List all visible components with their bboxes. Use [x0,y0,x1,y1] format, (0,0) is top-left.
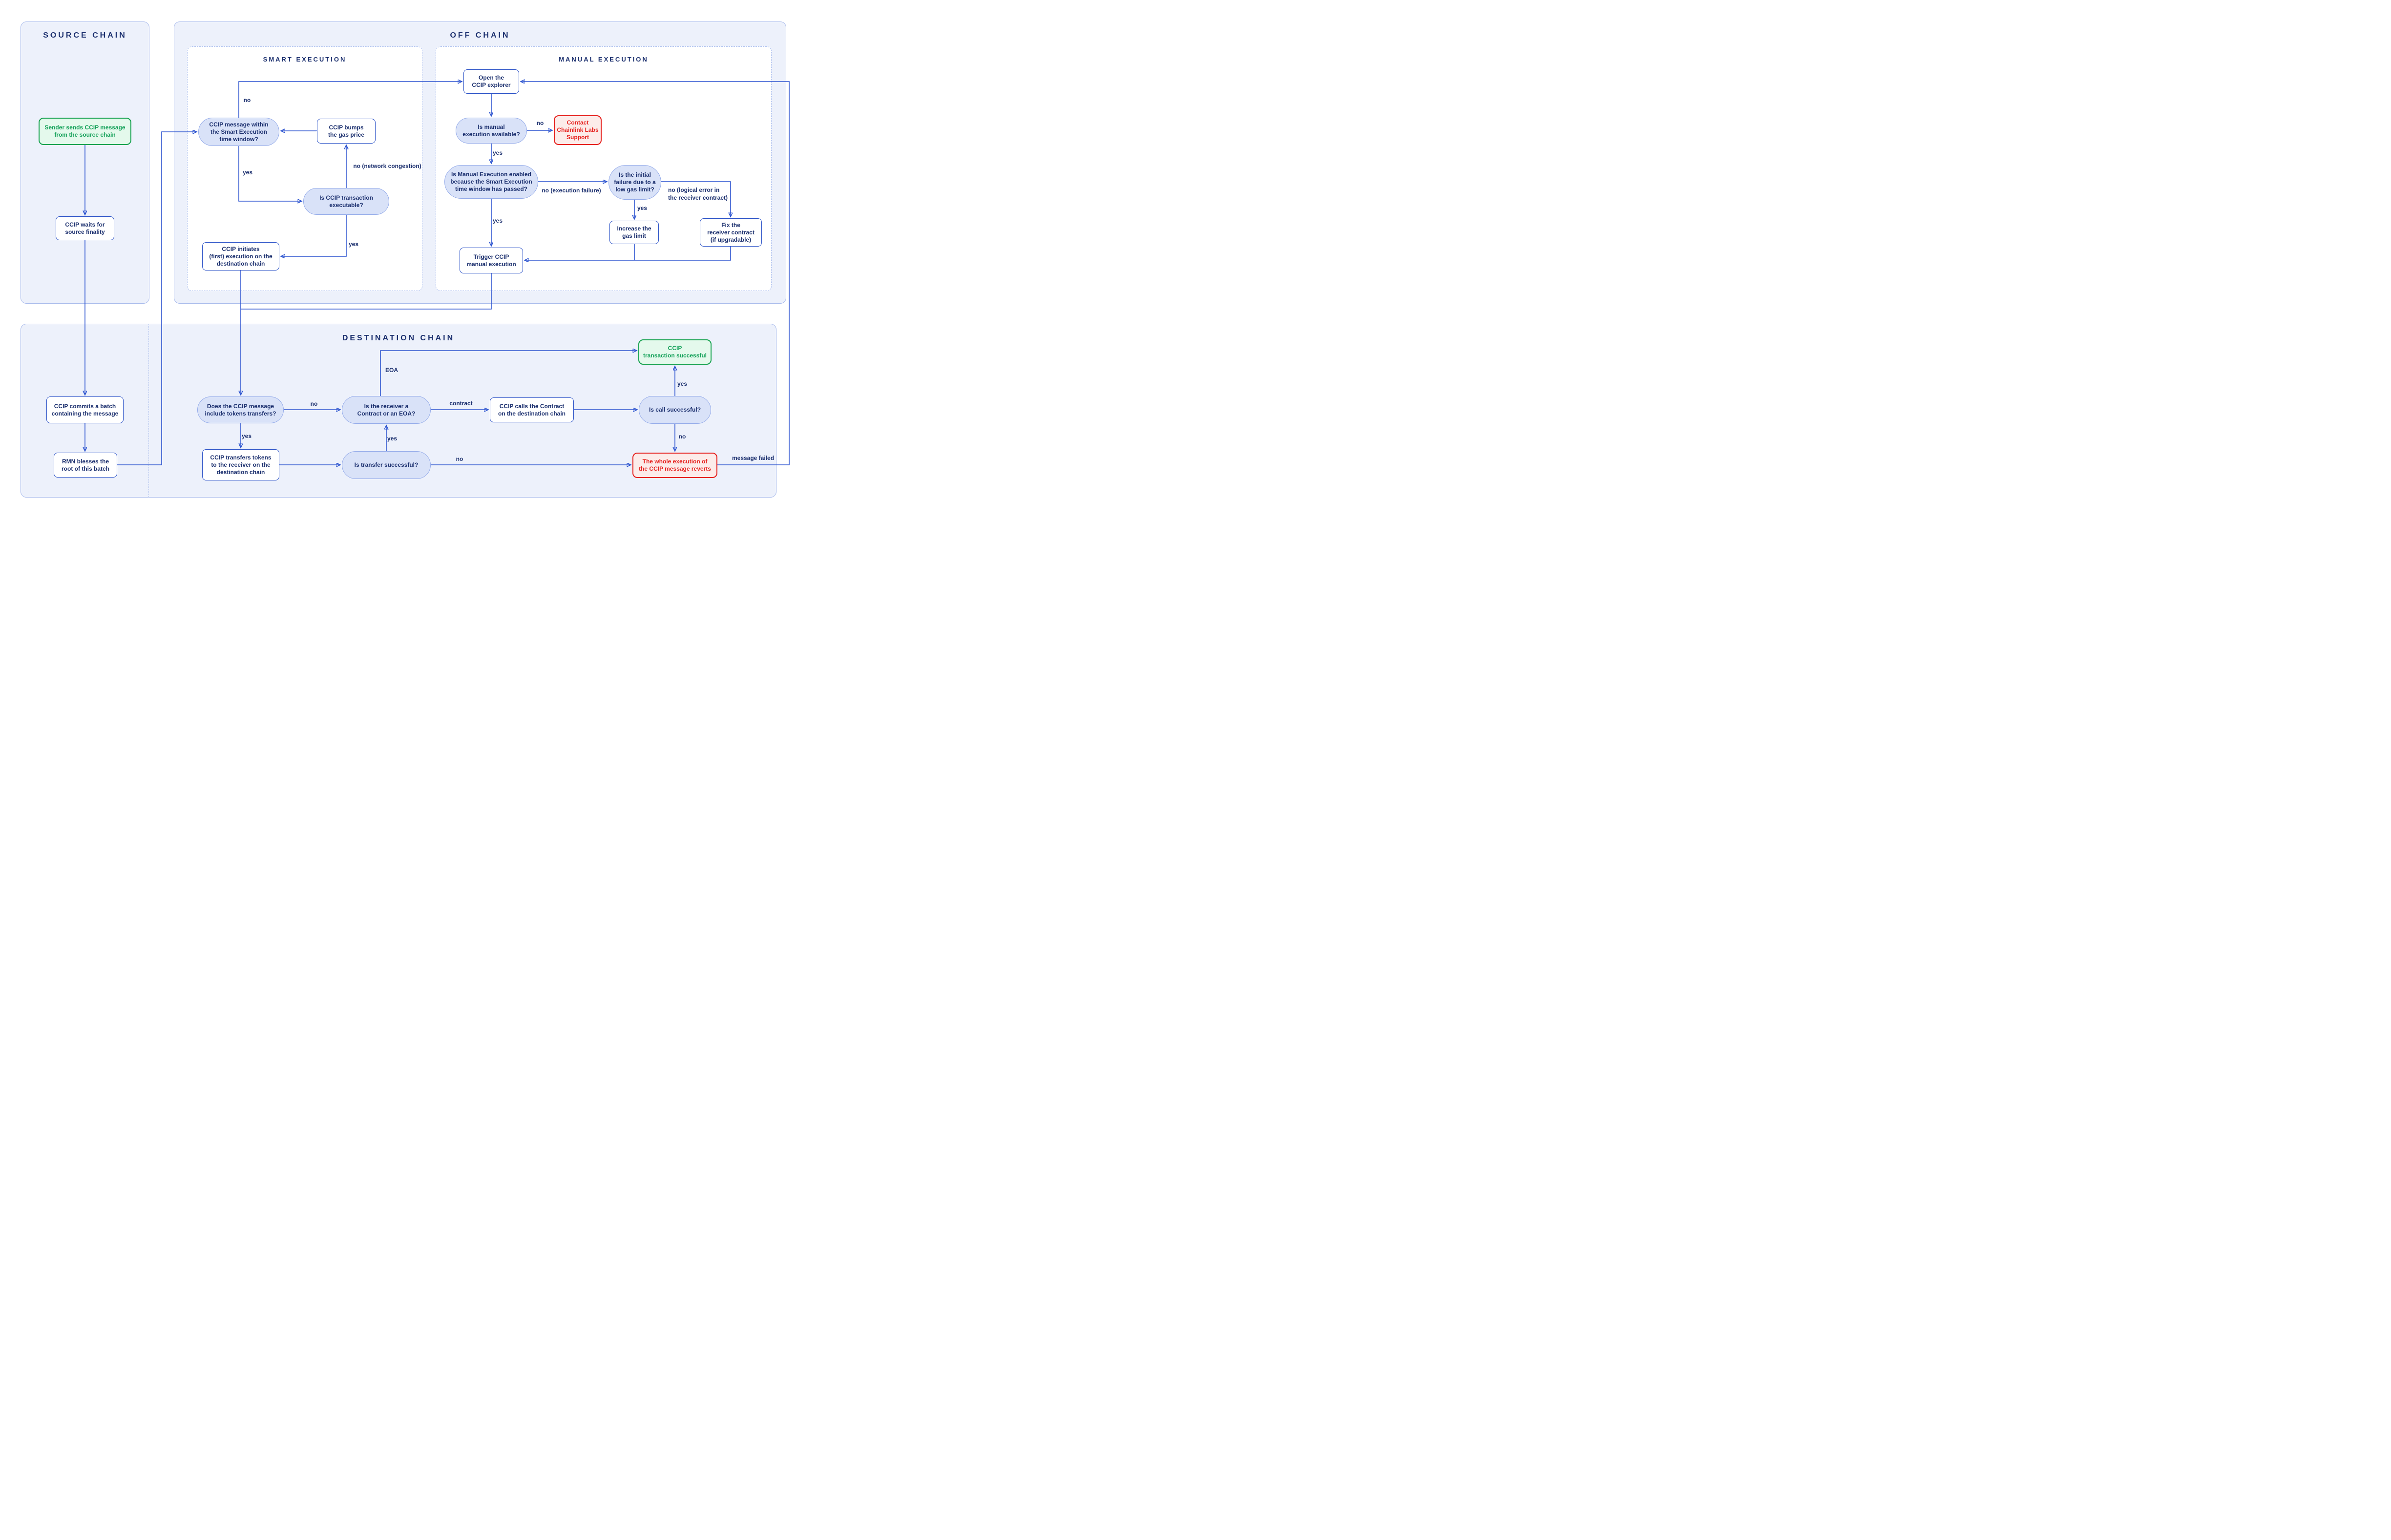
decision-manual-execution-available: Is manual execution available? [456,118,527,144]
edge-label-no-execution-failure: no (execution failure) [542,187,601,194]
edge-label-yes-low-gas: yes [637,205,648,211]
edge-label-yes-enabled: yes [492,217,503,224]
off-chain-title: OFF CHAIN [450,31,510,40]
edge-label-yes-smart-window: yes [242,169,253,176]
edge-label-message-failed: message failed [732,455,775,461]
node-open-ccip-explorer: Open the CCIP explorer [463,69,519,94]
ccip-execution-flowchart: SOURCE CHAIN OFF CHAIN SMART EXECUTION M… [0,0,797,513]
node-ccip-initiates-execution: CCIP initiates (first) execution on the … [202,242,279,271]
node-rmn-blesses-root: RMN blesses the root of this batch [54,453,117,478]
edge-label-yes-include: yes [241,433,252,439]
node-transaction-successful: CCIP transaction successful [638,339,712,365]
node-execution-reverts: The whole execution of the CCIP message … [632,453,717,478]
node-contact-chainlink-support: Contact Chainlink Labs Support [554,115,602,145]
source-chain-title: SOURCE CHAIN [43,31,127,40]
edge-label-no-logical-error: no (logical error in the receiver contra… [668,187,728,201]
decision-message-within-window: CCIP message within the Smart Execution … [198,118,279,146]
node-ccip-transfers-tokens: CCIP transfers tokens to the receiver on… [202,449,279,480]
decision-manual-execution-enabled: Is Manual Execution enabled because the … [444,165,538,199]
edge-label-yes-call: yes [677,380,688,387]
node-ccip-bumps-gas-price: CCIP bumps the gas price [317,119,376,144]
manual-execution-title: MANUAL EXECUTION [559,56,649,63]
edge-label-no-network-congestion: no (network congestion) [353,163,421,169]
source-chain-panel [21,21,149,304]
decision-receiver-contract-or-eoa: Is the receiver a Contract or an EOA? [342,396,431,424]
destination-chain-title: DESTINATION CHAIN [342,334,455,342]
smart-execution-title: SMART EXECUTION [263,56,347,63]
node-sender-sends-message: Sender sends CCIP message from the sourc… [39,118,131,145]
decision-call-successful: Is call successful? [639,396,711,424]
edge-label-no-call: no [678,433,686,440]
node-ccip-waits-finality: CCIP waits for source finality [56,216,114,240]
edge-label-no-include: no [310,400,318,407]
node-ccip-calls-contract: CCIP calls the Contract on the destinati… [490,397,574,422]
destination-panel-divider [148,324,149,498]
decision-transaction-executable: Is CCIP transaction executable? [303,188,389,215]
edge-label-no-transfer: no [456,456,463,462]
node-ccip-commits-batch: CCIP commits a batch containing the mess… [46,396,124,423]
edge-label-yes-transfer: yes [387,435,398,442]
edge-label-no-available: no [536,120,544,126]
edge-label-no-smart-window: no [243,97,251,104]
edge-label-eoa: EOA [385,367,398,374]
edge-label-contract: contract [449,400,473,407]
decision-transfer-successful: Is transfer successful? [342,451,431,479]
edge-label-yes-available: yes [492,149,503,156]
node-fix-receiver-contract: Fix the receiver contract (if upgradable… [700,218,762,247]
edge-label-yes-executable: yes [348,241,359,248]
decision-includes-token-transfers: Does the CCIP message include tokens tra… [197,396,284,423]
node-increase-gas-limit: Increase the gas limit [609,221,659,244]
node-trigger-manual-execution: Trigger CCIP manual execution [460,248,523,273]
decision-initial-failure-low-gas: Is the initial failure due to a low gas … [608,165,661,200]
